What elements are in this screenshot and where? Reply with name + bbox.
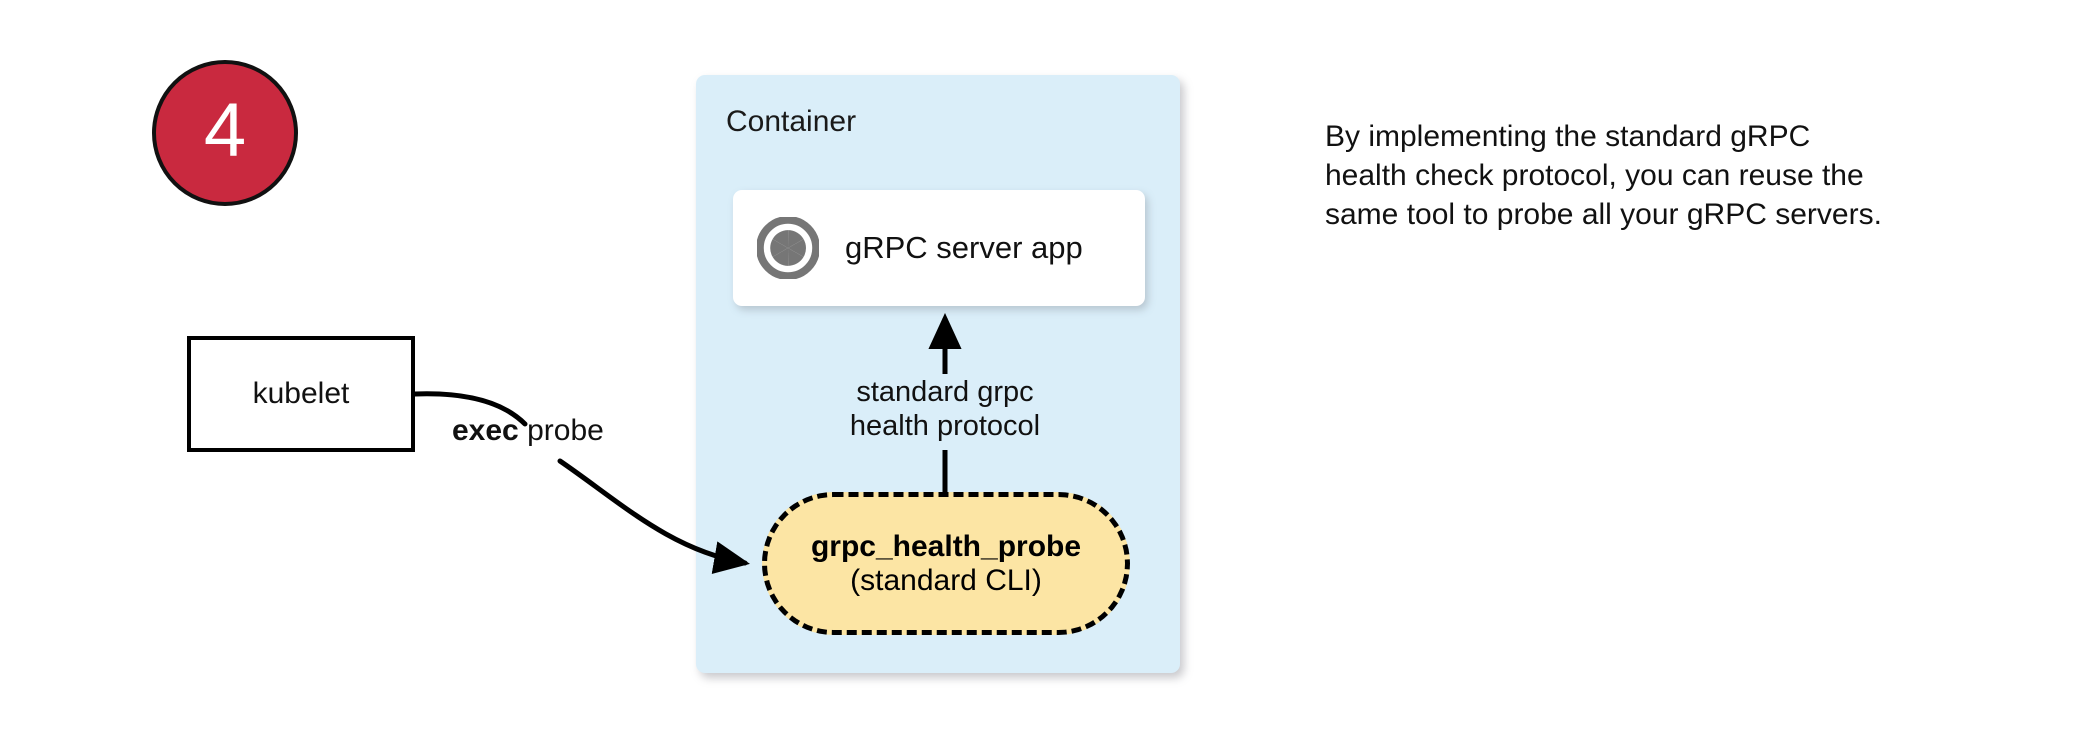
step-badge: 4 bbox=[152, 60, 298, 206]
exec-probe-label-bold: exec bbox=[452, 414, 519, 447]
kubelet-label: kubelet bbox=[252, 377, 350, 410]
exec-probe-label: exec probe bbox=[452, 414, 604, 448]
grpc-aperture-icon bbox=[757, 217, 819, 279]
standard-grpc-health-protocol-label: standard grpc health protocol bbox=[825, 375, 1065, 443]
grpc-health-probe-subtitle: (standard CLI) bbox=[850, 563, 1042, 597]
container-title: Container bbox=[726, 105, 857, 138]
grpc-health-probe-pill: grpc_health_probe (standard CLI) bbox=[762, 492, 1130, 635]
protocol-label-line2: health protocol bbox=[849, 410, 1041, 443]
grpc-server-app-card: gRPC server app bbox=[733, 190, 1145, 306]
exec-probe-label-rest: probe bbox=[518, 414, 604, 447]
grpc-server-app-label: gRPC server app bbox=[845, 230, 1083, 265]
protocol-label-line1: standard grpc bbox=[856, 376, 1034, 408]
step-badge-number: 4 bbox=[203, 88, 247, 173]
kubelet-box: kubelet bbox=[187, 336, 415, 452]
grpc-health-probe-title: grpc_health_probe bbox=[810, 529, 1082, 563]
explanation-note: By implementing the standard gRPC health… bbox=[1325, 120, 1882, 231]
